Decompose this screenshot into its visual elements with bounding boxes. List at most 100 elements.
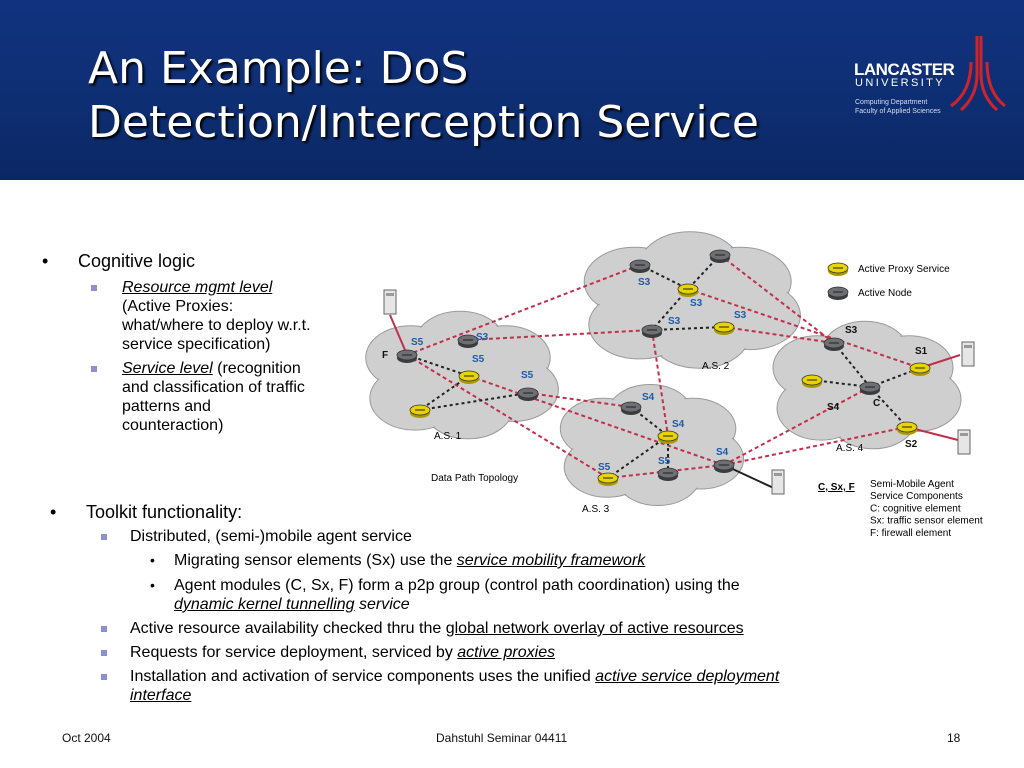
node-label: S4 [827, 402, 840, 413]
cognitive-item-2-line: and classification of traffic [122, 379, 305, 396]
square-bullet-icon [101, 534, 107, 540]
cognitive-item-2-after: (recognition [212, 360, 301, 377]
toolkit-item-1: Distributed, (semi-)mobile agent service [130, 528, 412, 545]
node-label: S4 [672, 419, 685, 430]
logo-dept: Computing Department Faculty of Applied … [855, 98, 941, 116]
square-bullet-icon [91, 366, 97, 372]
node-label: S4 [716, 447, 729, 458]
data-path-link [406, 354, 609, 479]
data-path-link [723, 426, 908, 466]
title-line-1: An Example: DoS [88, 43, 469, 94]
semi-legend-line: F: firewall element [870, 528, 951, 539]
data-path-link [527, 392, 632, 408]
bullet-dot: • [42, 251, 49, 271]
deployment-interface-link-2[interactable]: interface [130, 687, 192, 704]
cloud-fill [641, 267, 739, 333]
cognitive-item-2: Service level (recognition and classific… [122, 359, 305, 435]
sub-bullet-dot: • [150, 552, 155, 568]
toolkit-item-4-text: Installation and activation of service c… [130, 668, 596, 685]
toolkit-item-2: Active resource availability checked thr… [130, 619, 744, 638]
host-slot [774, 473, 782, 476]
cognitive-item-1-line: service specification) [122, 336, 271, 353]
node-label: S5 [658, 456, 671, 467]
nodes-layer [383, 249, 975, 495]
data-path-link [723, 326, 835, 344]
cloud-label: A.S. 2 [702, 361, 730, 372]
node-label: S5 [472, 354, 485, 365]
data-path-link [719, 254, 835, 344]
node-label: S3 [845, 325, 858, 336]
control-link [419, 392, 529, 411]
logo-tower-icon [950, 36, 1006, 112]
service-level-link[interactable]: Service level [122, 360, 213, 377]
node-label: S5 [598, 462, 611, 473]
node-label: S3 [638, 277, 651, 288]
active-proxies-link[interactable]: active proxies [457, 644, 556, 661]
labels-layer: A.S. 1 A.S. 2 A.S. 3 A.S. 4 Active Proxy Ser… [382, 264, 983, 539]
legend-proxy-label: Active Proxy Service [858, 264, 950, 275]
cognitive-item-2-line: counteraction) [122, 417, 224, 434]
cognitive-item-2-line: patterns and [122, 398, 211, 415]
node-label: S5 [411, 337, 424, 348]
cloud-label: A.S. 4 [836, 443, 864, 454]
service-mobility-link[interactable]: service mobility framework [456, 552, 646, 569]
node-label: S1 [915, 346, 928, 357]
footer-title: Dahstuhl Seminar 04411 [436, 731, 568, 745]
data-path-link [467, 329, 653, 341]
cognitive-item-1-line: what/where to deploy w.r.t. [122, 317, 311, 334]
toolkit-item-1a: Migrating sensor elements (Sx) use the s… [174, 551, 645, 570]
logo-univ: UNIVERSITY [855, 77, 946, 89]
host-slot [386, 293, 394, 296]
toolkit-item-3-text: Requests for service deployment, service… [130, 644, 458, 661]
lancaster-logo: LANCASTER UNIVERSITY Computing Departmen… [852, 34, 1012, 144]
deployment-interface-link[interactable]: active service deployment [595, 668, 780, 685]
cognitive-heading: Cognitive logic [78, 251, 196, 271]
toolkit-item-1b: Agent modules (C, Sx, F) form a p2p grou… [174, 576, 740, 614]
cognitive-item-1: Resource mgmt level (Active Proxies: wha… [122, 278, 311, 354]
control-link [651, 326, 725, 331]
data-path-link [687, 288, 921, 369]
host-slot [964, 345, 972, 348]
square-bullet-icon [101, 674, 107, 680]
semi-legend-line: Service Components [870, 491, 963, 502]
node-label: S4 [642, 392, 655, 403]
host-slot [960, 433, 968, 436]
dynamic-kernel-link[interactable]: dynamic kernel tunnelling [174, 596, 355, 613]
slide-title: An Example: DoS Detection/Interception S… [88, 42, 759, 150]
square-bullet-icon [101, 626, 107, 632]
resource-mgmt-link[interactable]: Resource mgmt level [122, 279, 273, 296]
toolkit-item-1b-post: service [354, 596, 410, 613]
control-link [607, 435, 669, 479]
data-path-link [651, 329, 669, 437]
node-label: S3 [668, 316, 681, 327]
square-bullet-icon [91, 285, 97, 291]
cognitive-item-1-line: (Active Proxies: [122, 298, 234, 315]
node-label: S5 [521, 370, 534, 381]
toolkit-heading: Toolkit functionality: [86, 502, 243, 522]
semi-key: C, Sx, F [818, 482, 855, 493]
host-arrow [389, 314, 406, 351]
node-label: F [382, 350, 388, 361]
node-label: S3 [476, 332, 489, 343]
diagram-caption: Data Path Topology [431, 473, 518, 484]
logo-dept-line-2: Faculty of Applied Sciences [855, 108, 941, 115]
semi-legend-line: Sx: traffic sensor element [870, 516, 983, 527]
node-label: S3 [734, 310, 747, 321]
node-label: S2 [905, 439, 918, 450]
global-overlay-link[interactable]: global network overlay of active resourc… [445, 620, 744, 637]
cloud-label: A.S. 1 [434, 431, 462, 442]
footer-page: 18 [947, 731, 961, 745]
toolkit-bullet: • [50, 502, 57, 522]
toolkit-item-2-text: Active resource availability checked thr… [130, 620, 446, 637]
footer-date: Oct 2004 [62, 731, 111, 745]
square-bullet-icon [101, 650, 107, 656]
node-label: S3 [690, 298, 703, 309]
title-bar: An Example: DoS Detection/Interception S… [0, 0, 1024, 180]
toolkit-item-1a-text: Migrating sensor elements (Sx) use the [174, 552, 457, 569]
toolkit-item-1b-text: Agent modules (C, Sx, F) form a p2p grou… [174, 577, 740, 594]
toolkit-item-3: Requests for service deployment, service… [130, 643, 555, 662]
semi-legend-line: C: cognitive element [870, 503, 961, 514]
cloud-label: A.S. 3 [582, 504, 610, 515]
title-line-2: Detection/Interception Service [88, 97, 759, 148]
